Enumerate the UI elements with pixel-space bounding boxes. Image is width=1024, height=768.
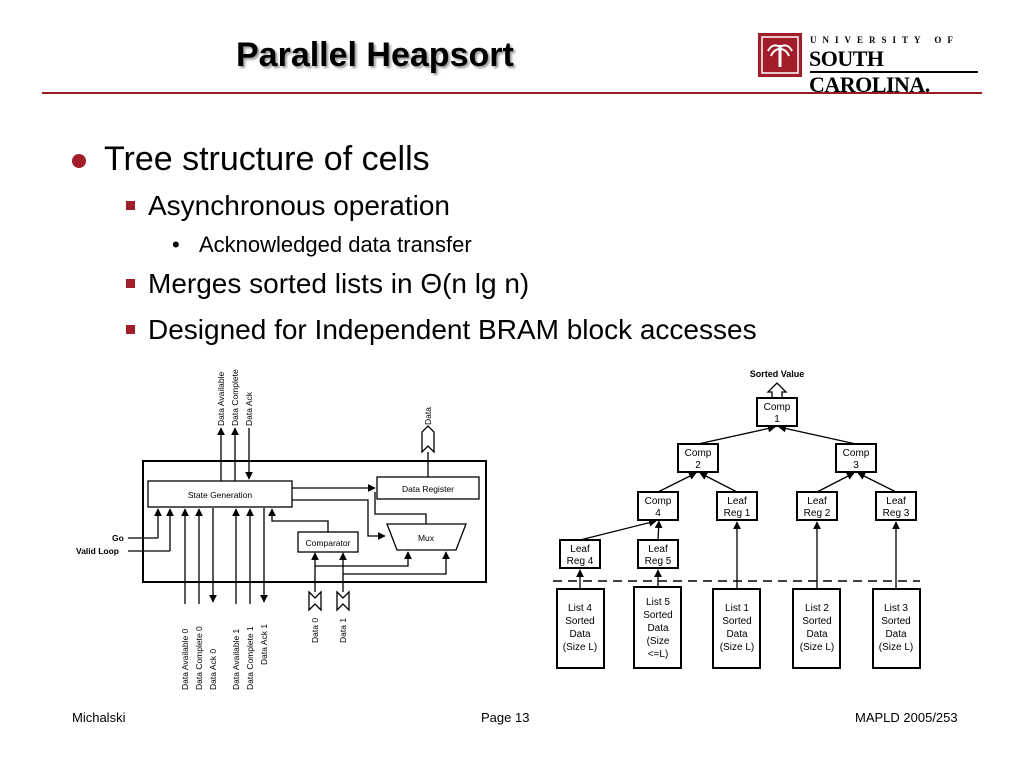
comparator-label: Comparator: [306, 538, 351, 548]
bullet-square-icon: [126, 325, 135, 334]
leaf4-reg: Reg 4: [567, 556, 594, 567]
leaf5-reg: Reg 5: [645, 556, 672, 567]
footer-conference: MAPLD 2005/253: [855, 710, 958, 725]
leaf2-label: Leaf: [807, 496, 827, 507]
list5-line: <=L): [648, 649, 669, 660]
list1-line: Sorted: [722, 616, 751, 627]
data-register-label: Data Register: [402, 484, 454, 494]
go-label: Go: [112, 533, 124, 543]
list2-line: (Size L): [800, 642, 834, 653]
palmetto-seal-icon: [758, 33, 802, 77]
mux-shape: [386, 523, 467, 551]
data-output-label: Data: [423, 407, 433, 425]
signal-label-data-complete: Data Complete: [230, 369, 240, 426]
list5-line: (Size: [647, 636, 670, 647]
list5-line: Sorted: [643, 610, 672, 621]
state-generation-box: [147, 480, 293, 508]
list2-line: Sorted: [802, 616, 831, 627]
tree-labels: Sorted Value Comp 1 Comp 2 Comp 3 Comp 4…: [567, 369, 910, 567]
list3-line: Sorted: [881, 616, 910, 627]
comp2-label: Comp: [685, 448, 712, 459]
list3-line: Data: [885, 629, 907, 640]
list4-line: Data: [569, 629, 591, 640]
comp4-label: Comp: [645, 496, 672, 507]
header-rule: [42, 92, 982, 94]
bullet-text: Designed for Independent BRAM block acce…: [148, 314, 757, 345]
leaf5-label: Leaf: [648, 544, 668, 555]
list4-line: (Size L): [563, 642, 597, 653]
footer-author: Michalski: [72, 710, 126, 725]
list1-line: (Size L): [720, 642, 754, 653]
leaf1-label: Leaf: [727, 496, 747, 507]
comp1-number: 1: [774, 414, 780, 425]
leaf3-reg: Reg 3: [883, 508, 910, 519]
signal-label-data-available: Data Available: [216, 372, 226, 426]
comp3-label: Comp: [843, 448, 870, 459]
bullet-square-icon: [126, 201, 135, 210]
signal-label-data-available-1: Data Available 1: [231, 628, 241, 690]
bullet-text: Asynchronous operation: [148, 190, 450, 221]
merge-tree-diagram: [553, 382, 921, 669]
list2-line: List 2: [805, 603, 829, 614]
logo-underline: [810, 71, 978, 73]
leaf1-reg: Reg 1: [724, 508, 751, 519]
list4-line: List 4: [568, 603, 592, 614]
bullet-dot-icon: [72, 154, 86, 168]
bullet-square-icon: [126, 279, 135, 288]
footer-page-number: Page 13: [481, 710, 530, 725]
slide-title: Parallel Heapsort: [236, 36, 514, 74]
leaf4-label: Leaf: [570, 544, 590, 555]
bullet-text: Merges sorted lists in Θ(n lg n): [148, 268, 530, 299]
signal-label-data-complete-1: Data Complete 1: [245, 626, 255, 690]
sorted-value-label: Sorted Value: [750, 369, 805, 379]
data-input-label-0: Data 0: [310, 618, 320, 643]
comp4-number: 4: [655, 508, 661, 519]
comp1-label: Comp: [764, 402, 791, 413]
signal-label-data-complete-0: Data Complete 0: [194, 626, 204, 690]
list5-line: Data: [647, 623, 669, 634]
state-generation-label: State Generation: [188, 490, 253, 500]
list3-line: (Size L): [879, 642, 913, 653]
signal-label-data-available-0: Data Available 0: [180, 628, 190, 690]
mux-label: Mux: [418, 533, 435, 543]
leaf3-label: Leaf: [886, 496, 906, 507]
list2-line: Data: [806, 629, 828, 640]
list3-line: List 3: [884, 603, 908, 614]
list1-line: Data: [726, 629, 748, 640]
valid-loop-label: Valid Loop: [76, 546, 119, 556]
signal-label-data-ack: Data Ack: [244, 391, 254, 426]
bullet-text: Tree structure of cells: [104, 140, 430, 178]
data-input-label-1: Data 1: [338, 618, 348, 643]
leaf2-reg: Reg 2: [804, 508, 831, 519]
signal-label-data-ack-1: Data Ack 1: [259, 624, 269, 665]
list1-line: List 1: [725, 603, 749, 614]
bullet-text: Acknowledged data transfer: [199, 232, 472, 257]
signal-label-data-ack-0: Data Ack 0: [208, 649, 218, 690]
comp3-number: 3: [853, 460, 859, 471]
logo-top-text: UNIVERSITY OF: [810, 35, 959, 45]
bullet-dot-small-icon: •: [172, 232, 180, 257]
list4-line: Sorted: [565, 616, 594, 627]
comp2-number: 2: [695, 460, 701, 471]
list5-line: List 5: [646, 597, 670, 608]
